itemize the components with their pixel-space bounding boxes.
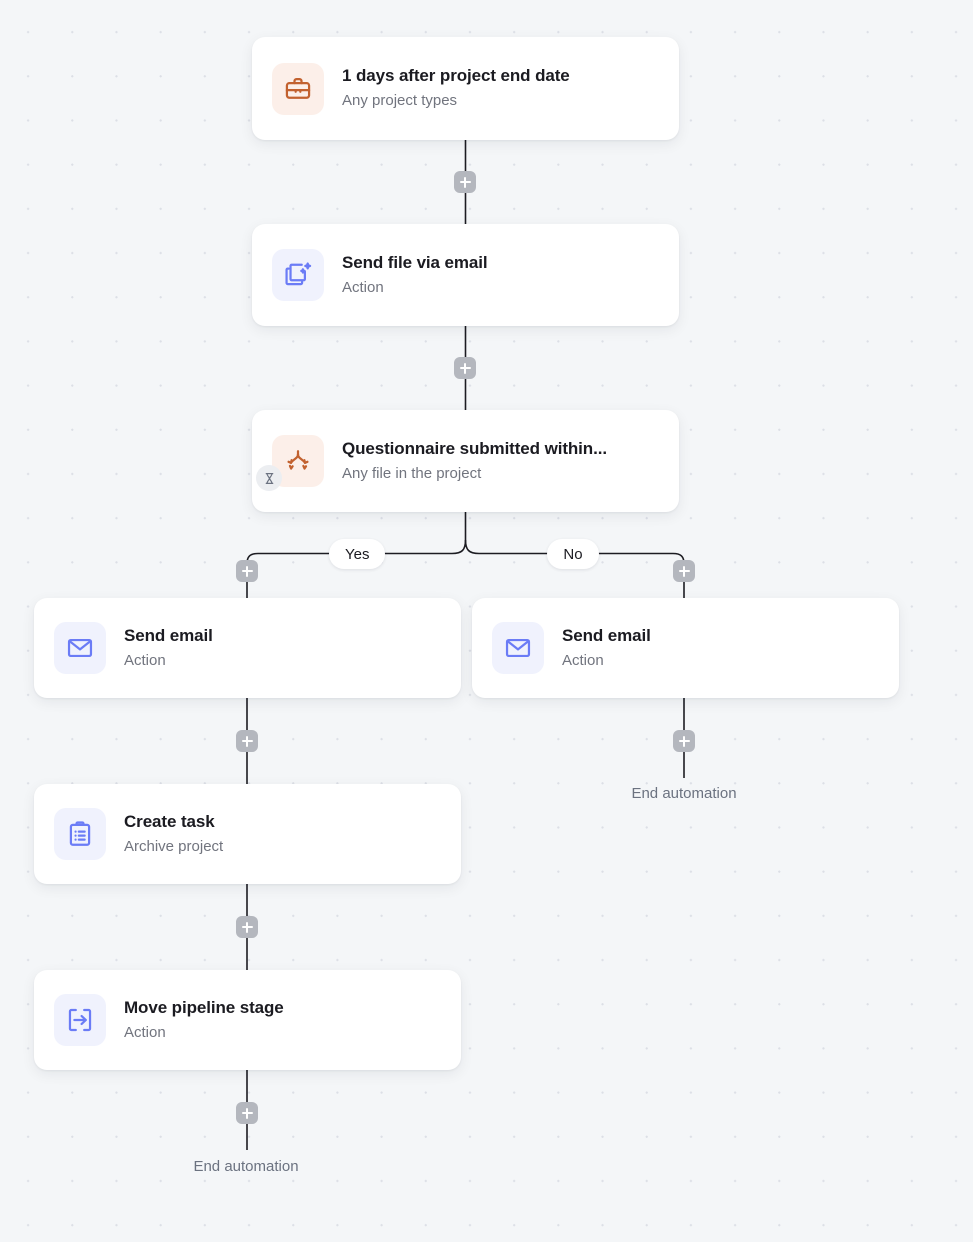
clipboard-list-icon xyxy=(54,808,106,860)
node-title: Send email xyxy=(562,625,651,645)
node-icon-wrap xyxy=(54,622,106,674)
node-icon-wrap xyxy=(54,808,106,860)
node-subtitle: Action xyxy=(562,651,604,669)
node-icon-wrap xyxy=(492,622,544,674)
add-step-button-after-send-email-yes[interactable] xyxy=(236,730,258,752)
node-subtitle: Archive project xyxy=(124,837,224,855)
end-automation-label-left: End automation xyxy=(193,1158,299,1175)
envelope-icon xyxy=(54,622,106,674)
move-stage-icon xyxy=(54,994,106,1046)
node-send-email-yes[interactable]: Send email Action xyxy=(34,598,461,698)
send-file-icon xyxy=(272,249,324,301)
node-trigger[interactable]: 1 days after project end date Any projec… xyxy=(252,37,679,140)
add-step-button-after-create-task[interactable] xyxy=(236,916,258,938)
add-step-button-after-trigger[interactable] xyxy=(454,171,476,193)
node-subtitle: Action xyxy=(342,278,384,296)
node-text: Send file via email Action xyxy=(342,252,488,299)
node-send-file-via-email[interactable]: Send file via email Action xyxy=(252,224,679,326)
node-create-task[interactable]: Create task Archive project xyxy=(34,784,461,884)
node-icon-wrap xyxy=(54,994,106,1046)
node-subtitle: Any file in the project xyxy=(342,464,482,482)
branch-label-no[interactable]: No xyxy=(547,539,599,569)
node-text: Create task Archive project xyxy=(124,811,223,858)
node-text: 1 days after project end date Any projec… xyxy=(342,65,570,112)
node-title: 1 days after project end date xyxy=(342,66,570,86)
end-automation-label-right: End automation xyxy=(631,785,737,802)
node-icon-wrap xyxy=(272,62,324,115)
hourglass-icon xyxy=(256,465,282,491)
add-step-button-no-branch[interactable] xyxy=(673,560,695,582)
node-title: Questionnaire submitted within... xyxy=(342,438,607,458)
node-condition[interactable]: Questionnaire submitted within... Any fi… xyxy=(252,410,679,512)
node-subtitle: Any project types xyxy=(342,92,458,110)
add-step-button-after-send-email-no[interactable] xyxy=(673,730,695,752)
node-title: Move pipeline stage xyxy=(124,997,284,1017)
node-title: Send email xyxy=(124,625,213,645)
add-step-button-yes-branch[interactable] xyxy=(236,560,258,582)
node-icon-wrap xyxy=(256,435,324,491)
node-move-pipeline-stage[interactable]: Move pipeline stage Action xyxy=(34,970,461,1070)
node-text: Questionnaire submitted within... Any fi… xyxy=(342,438,607,485)
node-text: Move pipeline stage Action xyxy=(124,997,284,1044)
branch-label-yes[interactable]: Yes xyxy=(329,539,386,569)
node-send-email-no[interactable]: Send email Action xyxy=(472,598,899,698)
add-step-button-after-send-file[interactable] xyxy=(454,357,476,379)
node-title: Send file via email xyxy=(342,252,488,272)
node-text: Send email Action xyxy=(562,625,651,672)
node-subtitle: Action xyxy=(124,651,166,669)
envelope-icon xyxy=(492,622,544,674)
node-text: Send email Action xyxy=(124,625,213,672)
node-icon-wrap xyxy=(272,249,324,301)
node-subtitle: Action xyxy=(124,1023,166,1041)
node-title: Create task xyxy=(124,811,215,831)
briefcase-icon xyxy=(272,62,324,115)
add-step-button-after-move-stage[interactable] xyxy=(236,1102,258,1124)
